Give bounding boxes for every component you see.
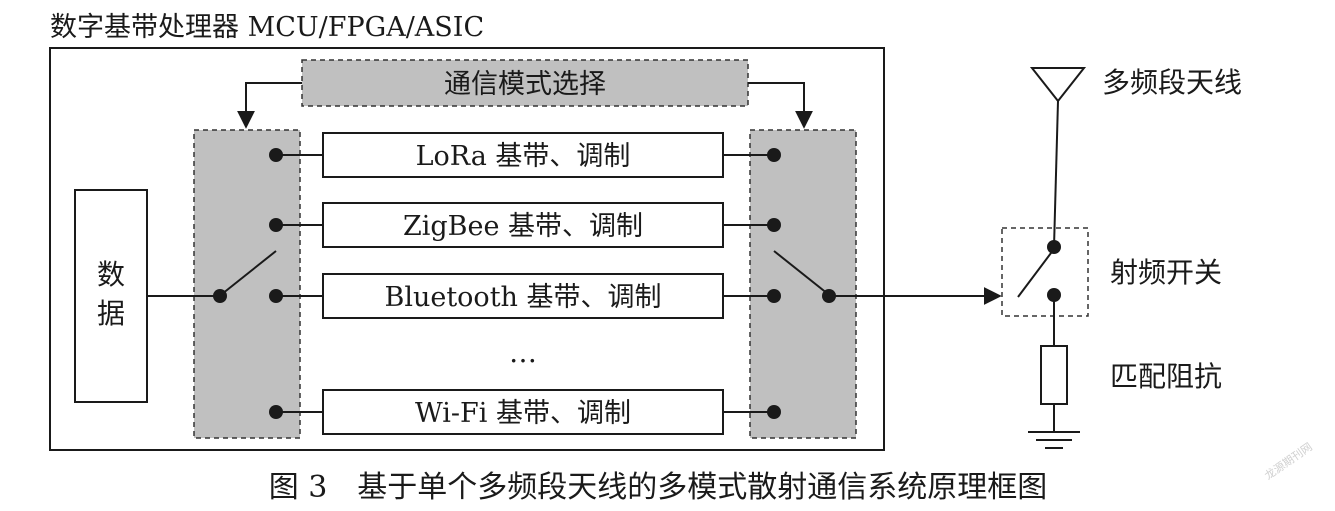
rf-switch-blade <box>1017 248 1055 298</box>
ground-icon <box>1028 431 1080 449</box>
left-switch-blade <box>221 250 277 295</box>
mode-select-label: 通信模式选择 <box>444 69 606 100</box>
antenna-icon <box>1029 67 1087 103</box>
channel-lora-label: LoRa 基带、调制 <box>416 141 631 172</box>
channel-lora: LoRa 基带、调制 <box>269 132 781 178</box>
antenna-label: 多频段天线 <box>1102 66 1242 99</box>
channel-wifi: Wi-Fi 基带、调制 <box>269 389 781 435</box>
mcu-title: 数字基带处理器 MCU/FPGA/ASIC <box>50 12 484 43</box>
channel-ellipsis: … <box>509 336 537 369</box>
watermark: 龙源期刊网 <box>1262 439 1315 482</box>
mode-select-arrow-left <box>237 82 302 129</box>
channel-bluetooth-label: Bluetooth 基带、调制 <box>384 282 661 313</box>
figure-caption: 图 3 基于单个多频段天线的多模式散射通信系统原理框图 <box>269 470 1048 505</box>
channel-wifi-right-node <box>767 405 781 419</box>
channel-wifi-label: Wi-Fi 基带、调制 <box>415 398 631 429</box>
matching-impedance-label: 匹配阻抗 <box>1110 360 1222 393</box>
right-switch-blade <box>773 250 829 295</box>
channel-bluetooth-right-node <box>767 289 781 303</box>
channel-zigbee: ZigBee 基带、调制 <box>269 202 781 248</box>
channel-zigbee-label: ZigBee 基带、调制 <box>403 211 643 242</box>
channel-zigbee-right-node <box>767 218 781 232</box>
data-block-char-2: 据 <box>97 297 125 330</box>
channel-bluetooth: Bluetooth 基带、调制 <box>269 273 781 319</box>
left-selector-switch <box>193 129 301 439</box>
right-selector-switch <box>749 129 857 439</box>
channel-lora-right-node <box>767 148 781 162</box>
channel-wifi-box <box>322 389 724 435</box>
data-block <box>74 189 148 403</box>
rf-switch-label: 射频开关 <box>1110 256 1222 289</box>
data-block-char-1: 数 <box>97 258 125 291</box>
antenna-feed-line <box>1053 100 1059 248</box>
matching-impedance-resistor <box>1040 345 1068 405</box>
channel-zigbee-box <box>322 202 724 248</box>
mode-select-arrow-right <box>748 82 813 129</box>
mcu-boundary <box>49 47 885 451</box>
rf-switch-box <box>1001 227 1089 317</box>
